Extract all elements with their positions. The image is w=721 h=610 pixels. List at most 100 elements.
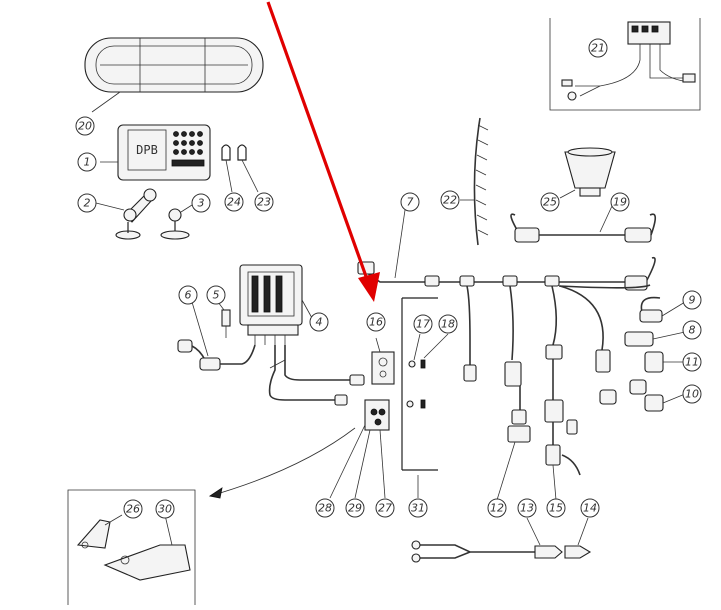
callout-number: 22 xyxy=(443,194,457,207)
callout-25: 25 xyxy=(540,192,560,212)
callout-number: 18 xyxy=(441,318,455,331)
callout-24: 24 xyxy=(224,192,244,212)
callout-circle xyxy=(540,192,560,212)
part-connector-5-6 xyxy=(177,301,256,371)
callout-number: 7 xyxy=(407,196,414,209)
callout-number: 12 xyxy=(490,502,504,515)
callout-18: 18 xyxy=(438,314,458,334)
callout-number: 11 xyxy=(685,356,699,369)
part-sensor-connectors xyxy=(496,386,581,501)
callout-15: 15 xyxy=(546,498,566,518)
callout-number: 4 xyxy=(316,316,323,329)
callout-number: 15 xyxy=(549,502,563,515)
callout-number: 6 xyxy=(185,289,192,302)
callout-circle xyxy=(77,152,97,172)
callout-number: 25 xyxy=(543,196,557,209)
callout-circle xyxy=(610,192,630,212)
callout-number: 29 xyxy=(348,502,362,515)
callout-29: 29 xyxy=(345,498,365,518)
part-main-cables xyxy=(268,345,365,406)
callout-number: 2 xyxy=(84,197,91,210)
callout-number: 3 xyxy=(198,197,205,210)
callout-number: 27 xyxy=(378,502,392,515)
part-bracket-16 xyxy=(371,333,449,385)
callout-13: 13 xyxy=(517,498,537,518)
callout-circle xyxy=(206,285,226,305)
callout-circle xyxy=(375,498,395,518)
callout-circle xyxy=(191,193,211,213)
callout-number: 13 xyxy=(520,502,534,515)
callout-number: 23 xyxy=(257,196,271,209)
callout-circle xyxy=(546,498,566,518)
callout-16: 16 xyxy=(366,312,386,332)
inset-box-top-right xyxy=(549,18,701,111)
part-frame-bar xyxy=(401,297,438,498)
callout-circle xyxy=(588,38,608,58)
callout-circle xyxy=(254,192,274,212)
callout-circle xyxy=(487,498,507,518)
callout-number: 24 xyxy=(227,196,241,209)
callout-12: 12 xyxy=(487,498,507,518)
part-main-harness xyxy=(357,209,656,423)
callout-21: 21 xyxy=(588,38,608,58)
callout-number: 28 xyxy=(318,502,332,515)
callout-circle xyxy=(123,499,143,519)
callout-circle xyxy=(517,498,537,518)
callout-circle xyxy=(345,498,365,518)
callout-number: 31 xyxy=(411,502,425,515)
callout-circle xyxy=(408,498,428,518)
callout-number: 21 xyxy=(591,42,605,55)
callout-4: 4 xyxy=(309,312,329,332)
callout-circle xyxy=(366,312,386,332)
callout-30: 30 xyxy=(155,499,175,519)
callout-10: 10 xyxy=(682,384,702,404)
callout-circle xyxy=(580,498,600,518)
callout-circle xyxy=(682,352,702,372)
callout-circle xyxy=(440,190,460,210)
callout-6: 6 xyxy=(178,285,198,305)
callout-number: 5 xyxy=(213,289,220,302)
callout-number: 14 xyxy=(583,502,597,515)
callout-circle xyxy=(155,499,175,519)
callout-7: 7 xyxy=(400,192,420,212)
callout-3: 3 xyxy=(191,193,211,213)
callout-circle xyxy=(178,285,198,305)
callout-circle xyxy=(400,192,420,212)
callout-number: 30 xyxy=(158,503,172,516)
part-bracket-27 xyxy=(208,399,390,499)
callout-20: 20 xyxy=(75,116,95,136)
part-ecu-box xyxy=(239,264,313,345)
callout-5: 5 xyxy=(206,285,226,305)
callout-26: 26 xyxy=(123,499,143,519)
annotation-arrow xyxy=(266,1,380,302)
part-display-console: DPB xyxy=(100,124,211,181)
callout-14: 14 xyxy=(580,498,600,518)
callout-9: 9 xyxy=(682,290,702,310)
part-mount-arm xyxy=(95,188,157,240)
callout-circle xyxy=(75,116,95,136)
part-hood xyxy=(559,147,616,199)
part-light-bar xyxy=(84,37,264,113)
callout-number: 17 xyxy=(416,318,430,331)
callout-number: 1 xyxy=(84,156,91,169)
callout-2: 2 xyxy=(77,193,97,213)
callout-number: 19 xyxy=(613,196,627,209)
callout-31: 31 xyxy=(408,498,428,518)
inset-box-bottom-left xyxy=(67,489,196,605)
display-screen-text: DPB xyxy=(136,143,158,157)
callout-17: 17 xyxy=(413,314,433,334)
callout-number: 26 xyxy=(126,503,140,516)
callout-circle xyxy=(413,314,433,334)
callout-8: 8 xyxy=(682,320,702,340)
callout-number: 8 xyxy=(689,324,696,337)
part-ball-mount xyxy=(160,204,193,240)
part-cable-19 xyxy=(510,205,657,243)
callout-circle xyxy=(438,314,458,334)
callout-number: 16 xyxy=(369,316,383,329)
part-bottom-cable xyxy=(411,517,592,563)
callout-circle xyxy=(315,498,335,518)
part-sleeve xyxy=(460,117,489,246)
